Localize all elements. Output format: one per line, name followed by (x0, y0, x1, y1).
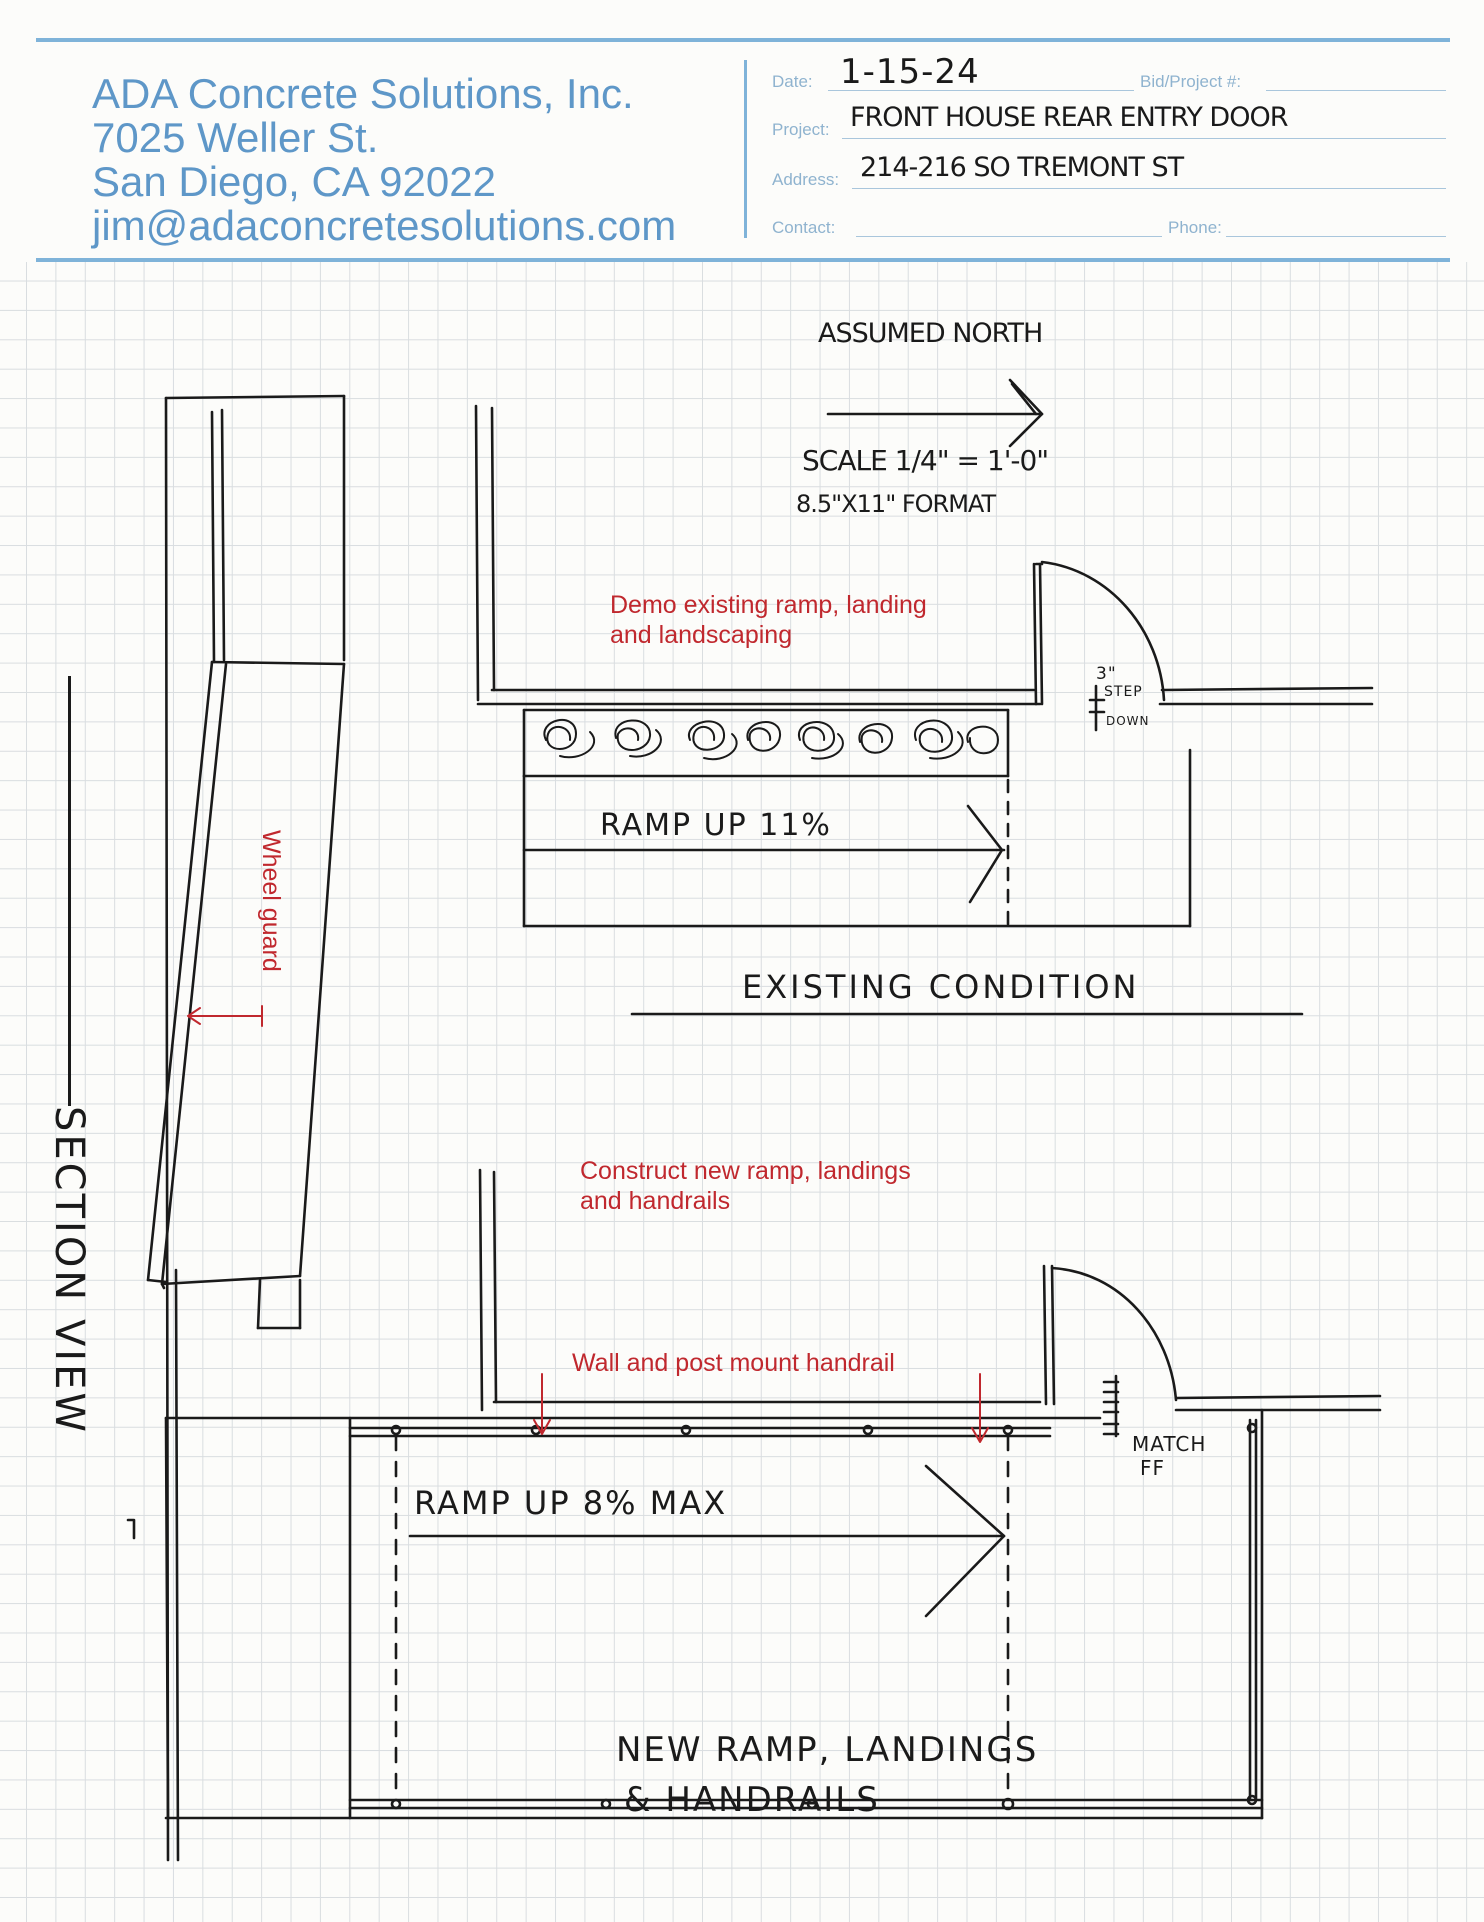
contact-line (856, 236, 1162, 237)
demo-note: Demo existing ramp, landing and landscap… (610, 590, 927, 650)
section-view-label: SECTION VIEW (46, 1106, 92, 1435)
header-bottom-rule (36, 258, 1450, 262)
company-street: 7025 Weller St. (92, 114, 379, 161)
letterhead: ADA Concrete Solutions, Inc. 7025 Weller… (0, 0, 1484, 262)
date-line (828, 90, 1134, 91)
address-line (852, 188, 1446, 189)
demo-note-line-1: Demo existing ramp, landing (610, 591, 927, 619)
header-divider (744, 60, 747, 238)
company-block: ADA Concrete Solutions, Inc. 7025 Weller… (92, 72, 676, 248)
shrub-scribbles (543, 718, 999, 761)
address-value: 214-216 SO TREMONT ST (860, 152, 1184, 183)
project-value: FRONT HOUSE REAR ENTRY DOOR (850, 102, 1288, 133)
match-label-1: MATCH (1132, 1432, 1207, 1456)
phone-line (1226, 236, 1446, 237)
format-label: 8.5"X11" FORMAT (796, 490, 996, 518)
project-label: Project: (772, 120, 830, 139)
header-top-rule (36, 38, 1450, 42)
bid-label: Bid/Project #: (1140, 72, 1242, 91)
demo-note-line-2: and landscaping (610, 621, 793, 649)
north-label: ASSUMED NORTH (818, 318, 1043, 349)
contact-label: Contact: (772, 218, 836, 237)
bid-line (1266, 90, 1446, 91)
existing-title: EXISTING CONDITION (742, 968, 1140, 1006)
annotation-arrows (187, 1005, 989, 1443)
new-title-line-2: & HANDRAILS (624, 1780, 880, 1820)
company-name: ADA Concrete Solutions, Inc. (92, 70, 634, 117)
project-line (842, 138, 1446, 139)
new-plan (164, 1168, 1382, 1820)
phone-label: Phone: (1168, 218, 1222, 237)
date-label: Date: (772, 72, 813, 91)
handrail-note: Wall and post mount handrail (572, 1349, 895, 1377)
construct-note-line-2: and handrails (580, 1187, 731, 1215)
scale-label: SCALE 1/4" = 1'-0" (802, 444, 1049, 477)
section-view-underline (68, 676, 71, 1106)
step-down-label-2: STEP (1104, 684, 1143, 700)
wheel-guard-note: Wheel guard (257, 830, 285, 972)
date-value: 1-15-24 (840, 52, 980, 92)
construct-note: Construct new ramp, landings and handrai… (580, 1156, 911, 1216)
match-label-2: FF (1140, 1456, 1166, 1480)
existing-plan (474, 404, 1374, 1016)
new-ramp-label: RAMP UP 8% MAX (414, 1484, 728, 1522)
company-email: jim@adaconcretesolutions.com (92, 202, 677, 249)
section-view (126, 394, 346, 1862)
step-down-label-3: DOWN (1106, 714, 1150, 728)
step-down-label-1: 3" (1096, 664, 1117, 684)
construct-note-line-1: Construct new ramp, landings (580, 1157, 911, 1185)
existing-ramp-label: RAMP UP 11% (600, 808, 832, 843)
address-label: Address: (772, 170, 840, 189)
north-arrow (826, 378, 1044, 448)
company-city: San Diego, CA 92022 (92, 158, 496, 205)
new-title-line-1: NEW RAMP, LANDINGS (616, 1730, 1039, 1770)
